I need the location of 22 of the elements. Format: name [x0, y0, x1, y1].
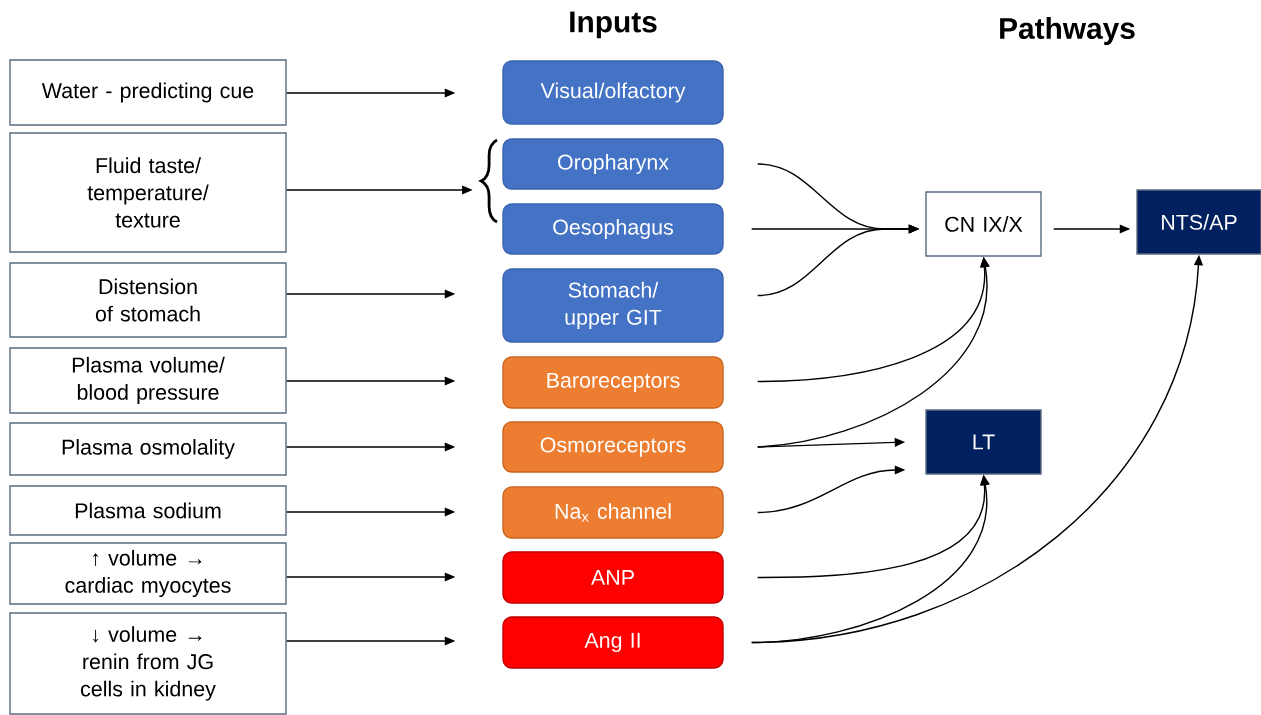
pathway-box: NTS/AP — [1136, 189, 1261, 255]
text-box: ↑ volume → cardiac myocytes — [9, 542, 287, 605]
text-box: Plasma volume/ blood pressure — [9, 347, 287, 414]
input-box: Osmoreceptors — [502, 421, 724, 473]
input-box: Visual/olfactory — [502, 60, 724, 125]
input-box: Baroreceptors — [502, 356, 724, 409]
text-box: Plasma osmolality — [9, 422, 287, 476]
pathway-box: CN IX/X — [925, 191, 1042, 257]
input-box: Oropharynx — [502, 138, 724, 190]
pathway-box: LT — [925, 409, 1042, 475]
text-box: Water - predicting cue — [9, 59, 287, 126]
text-box: Fluid taste/ temperature/ texture — [9, 132, 287, 253]
input-box: Na$_{x}$ channel — [502, 486, 724, 539]
heading: Pathways — [1000, 17, 1135, 45]
brace — [479, 138, 498, 224]
text-box: ↓ volume → renin from JG cells in kidney — [9, 612, 287, 715]
input-box: ANP — [502, 551, 724, 604]
text-box: Plasma sodium — [9, 485, 287, 536]
input-box: Oesophagus — [502, 203, 724, 255]
input-box: Stomach/ upper GIT — [502, 268, 724, 343]
text-box: Distension of stomach — [9, 262, 287, 338]
input-box: Ang II — [502, 616, 724, 669]
